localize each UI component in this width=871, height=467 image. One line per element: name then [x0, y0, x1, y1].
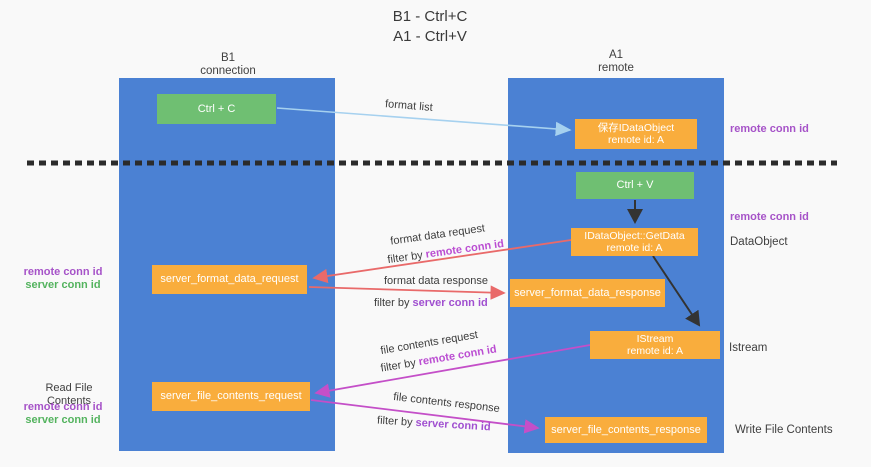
file-contents-request-arrow	[314, 344, 591, 398]
format-data-response-arrow	[308, 285, 506, 300]
left-format-remote-conn-id: remote conn id	[23, 266, 103, 278]
format-list-arrow	[276, 107, 572, 137]
server-format-data-response-box: server_format_data_response	[510, 279, 665, 307]
left-file-conn-id-pair: remote conn id server conn id	[16, 401, 110, 427]
remote-conn-id-label-mid: remote conn id	[730, 211, 809, 223]
column-a1-name: A1	[608, 49, 624, 61]
getdata-line1: IDataObject::GetData	[584, 229, 685, 242]
format-data-request-arrow	[312, 239, 572, 284]
istream-side-label: Istream	[729, 342, 768, 354]
diagram-title: B1 - Ctrl+C A1 - Ctrl+V	[310, 7, 550, 47]
save-idataobject-line1: 保存IDataObject	[597, 121, 675, 134]
left-file-server-conn-id: server conn id	[25, 414, 101, 426]
getdata-line2: remote id: A	[606, 242, 663, 254]
server-file-contents-request-label: server_file_contents_request	[160, 390, 302, 402]
remote-conn-id-label-top: remote conn id	[730, 123, 809, 135]
column-a1-subtitle: remote	[598, 62, 634, 74]
title-line-1: B1 - Ctrl+C	[392, 8, 468, 25]
server-format-data-response-label: server_format_data_response	[514, 286, 661, 299]
getdata-to-istream-arrow	[652, 255, 701, 327]
save-idataobject-line2: remote id: A	[607, 134, 665, 146]
server-format-data-request-box: server_format_data_request	[152, 265, 307, 294]
dataobject-label: DataObject	[730, 236, 788, 248]
filter-by-prefix: filter by	[376, 414, 413, 429]
left-format-server-conn-id: server conn id	[25, 279, 101, 291]
istream-line1: IStream	[636, 332, 674, 345]
column-header-b1: B1 connection	[120, 52, 336, 78]
write-file-contents-label: Write File Contents	[735, 424, 833, 436]
istream-line2: remote id: A	[626, 345, 684, 357]
server-file-contents-response-box: server_file_contents_response	[545, 417, 707, 443]
column-b1-name: B1	[220, 52, 236, 64]
filter-by-prefix: filter by	[374, 297, 410, 309]
save-idataobject-box: 保存IDataObject remote id: A	[575, 119, 697, 149]
ctrl-v-label: Ctrl + V	[616, 179, 654, 191]
column-header-a1: A1 remote	[508, 49, 724, 75]
istream-box: IStream remote id: A	[590, 331, 720, 359]
ctrl-c-label: Ctrl + C	[197, 102, 236, 115]
title-line-2: A1 - Ctrl+V	[393, 28, 467, 45]
ctrl-v-box: Ctrl + V	[576, 172, 694, 199]
server-file-contents-request-box: server_file_contents_request	[152, 382, 310, 411]
file-contents-response-arrow	[310, 399, 540, 434]
format-data-response-label: format data response	[384, 275, 488, 287]
server-file-contents-response-label: server_file_contents_response	[551, 423, 701, 436]
filter-by-server-conn-id-label-1: filter by server conn id	[374, 297, 488, 309]
ctrl-c-box: Ctrl + C	[157, 94, 276, 124]
server-format-data-request-label: server_format_data_request	[160, 273, 299, 285]
left-format-conn-id-pair: remote conn id server conn id	[16, 266, 110, 292]
server-conn-id-emphasis: server conn id	[412, 297, 488, 309]
read-file-contents-label: Read File Contents	[45, 382, 93, 407]
column-b1-subtitle: connection	[200, 65, 256, 77]
idataobject-getdata-box: IDataObject::GetData remote id: A	[571, 228, 698, 256]
left-file-remote-conn-id: remote conn id	[23, 401, 103, 413]
